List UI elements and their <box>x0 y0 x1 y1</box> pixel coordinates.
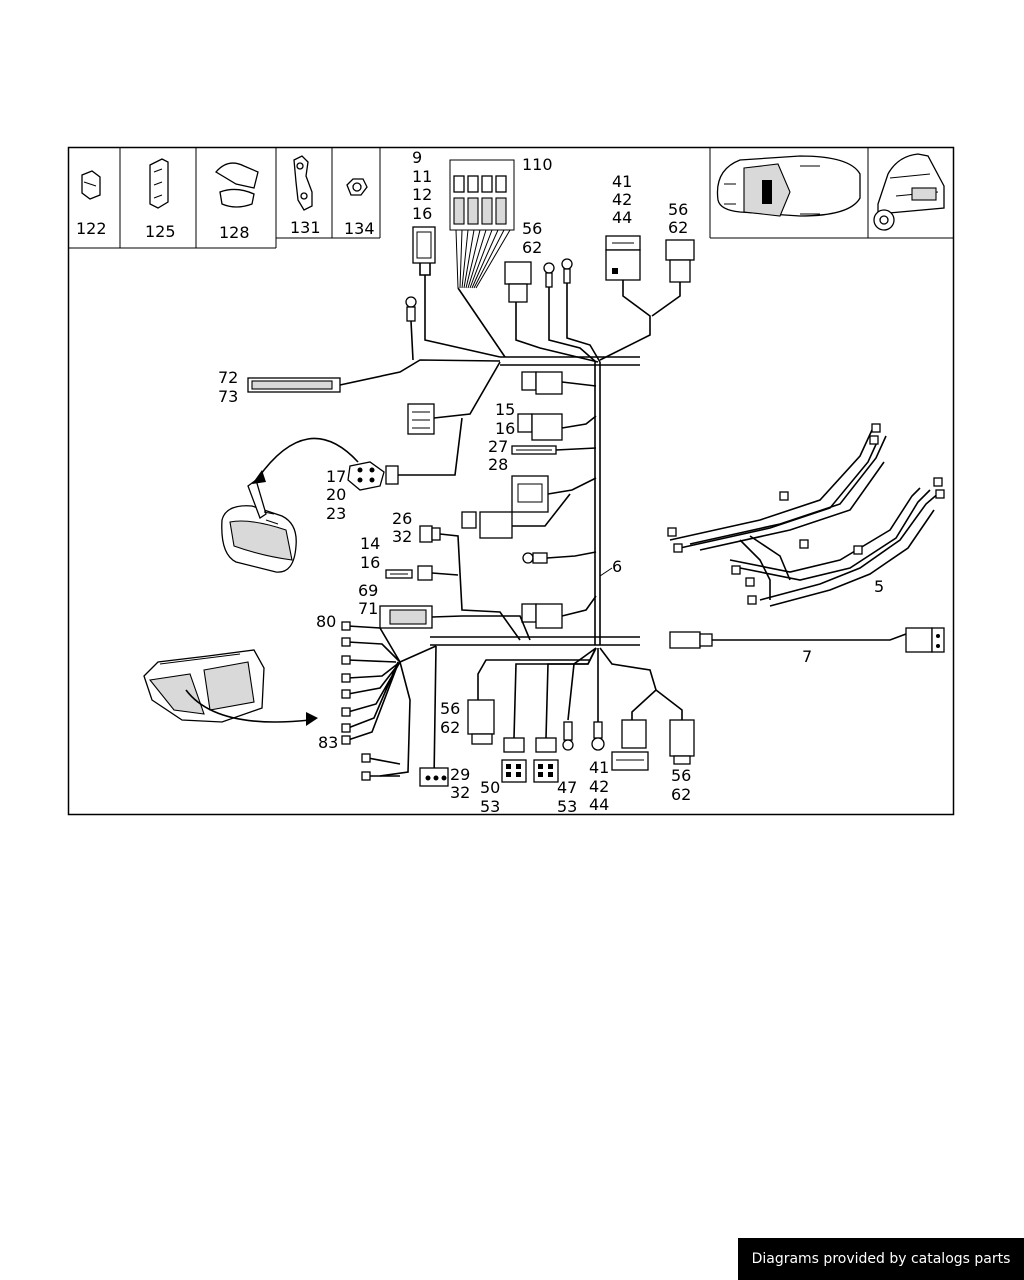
callout-83: 83 <box>318 733 338 752</box>
connector-9-11-12-16 <box>412 226 501 358</box>
callout-62: 62 <box>522 238 542 257</box>
clip-131-icon <box>293 155 313 211</box>
callout-62: 62 <box>671 785 691 804</box>
callout-11: 11 <box>412 167 432 186</box>
connector-41-42-44-top <box>599 235 651 361</box>
callout-72: 72 <box>218 368 238 387</box>
callout-56: 56 <box>440 699 460 718</box>
callout-6: 6 <box>612 557 622 576</box>
callout-27: 27 <box>488 437 508 456</box>
callout-16: 16 <box>495 419 515 438</box>
callout-125: 125 <box>145 222 176 241</box>
callout-44: 44 <box>612 208 632 227</box>
callout-7: 7 <box>802 647 812 666</box>
callout-16: 16 <box>412 204 432 223</box>
mirror-arrow-icon <box>257 437 359 479</box>
callout-110: 110 <box>522 155 553 174</box>
callout-73: 73 <box>218 387 238 406</box>
callout-50: 50 <box>480 778 500 797</box>
vehicle-rear-view-icon <box>873 153 945 231</box>
clip-128-icon <box>215 162 259 208</box>
callout-32: 32 <box>450 783 470 802</box>
mirror-connector-17-20-23 <box>347 461 385 491</box>
callout-128: 128 <box>219 223 250 242</box>
sensor-strip-72-73 <box>247 296 501 393</box>
callout-32: 32 <box>392 527 412 546</box>
small-parts-legend: 122 125 128 131 134 <box>68 147 381 249</box>
vehicle-location-legend <box>709 147 953 239</box>
left-branch-connectors <box>385 361 501 485</box>
connector-69-71 <box>379 605 531 641</box>
clip-122-icon <box>81 170 101 200</box>
callout-71: 71 <box>358 599 378 618</box>
callout-28: 28 <box>488 455 508 474</box>
callout-29: 29 <box>450 765 470 784</box>
callout-42: 42 <box>589 777 609 796</box>
callout-41: 41 <box>612 172 632 191</box>
bulb-sockets-80-83 <box>341 621 437 781</box>
callout-5: 5 <box>874 577 884 596</box>
callout-17: 17 <box>326 467 346 486</box>
vehicle-top-view-icon <box>716 155 861 217</box>
callout-80: 80 <box>316 612 336 631</box>
callout-42: 42 <box>612 190 632 209</box>
cluster-arrow-icon <box>185 689 311 723</box>
clip-125-icon <box>149 158 169 209</box>
callout-56: 56 <box>522 219 542 238</box>
callout-20: 20 <box>326 485 346 504</box>
ground-lug-top <box>543 258 601 363</box>
connector-14-16 <box>385 565 459 581</box>
credit-banner: Diagrams provided by catalogs parts <box>738 1238 1024 1280</box>
callout-44: 44 <box>589 795 609 814</box>
callout-41: 41 <box>589 758 609 777</box>
callout-16: 16 <box>360 553 380 572</box>
callout-53: 53 <box>557 797 577 816</box>
callout-12: 12 <box>412 185 432 204</box>
callout-53: 53 <box>480 797 500 816</box>
connector-29-32 <box>419 767 449 787</box>
callout-122: 122 <box>76 219 107 238</box>
trunk-branch-connectors <box>461 371 597 629</box>
connector-26-32 <box>419 525 521 641</box>
diagram-frame <box>67 146 955 816</box>
callout-26: 26 <box>392 509 412 528</box>
bottom-branch-connectors <box>467 647 695 783</box>
callout-131: 131 <box>290 218 321 237</box>
callout-labels: 9 11 12 16 110 56 62 41 42 44 56 62 72 7… <box>218 148 884 816</box>
connector-56-62-top-b <box>651 239 695 317</box>
callout-62: 62 <box>440 718 460 737</box>
callout-134: 134 <box>344 219 375 238</box>
callout-47: 47 <box>557 778 577 797</box>
callout-56: 56 <box>668 200 688 219</box>
rearview-mirror-icon <box>221 478 297 573</box>
floor-harness-5 <box>667 423 945 607</box>
callout-15: 15 <box>495 400 515 419</box>
callout-14: 14 <box>360 534 380 553</box>
cable-7 <box>669 627 945 653</box>
callout-69: 69 <box>358 581 378 600</box>
relay-block-110 <box>449 159 515 358</box>
callout-23: 23 <box>326 504 346 523</box>
connector-56-62-top-a <box>504 261 599 363</box>
nut-134-icon <box>346 178 368 196</box>
callout-9: 9 <box>412 148 422 167</box>
callout-56: 56 <box>671 766 691 785</box>
callout-62: 62 <box>668 218 688 237</box>
instrument-cluster-icon <box>143 649 265 723</box>
